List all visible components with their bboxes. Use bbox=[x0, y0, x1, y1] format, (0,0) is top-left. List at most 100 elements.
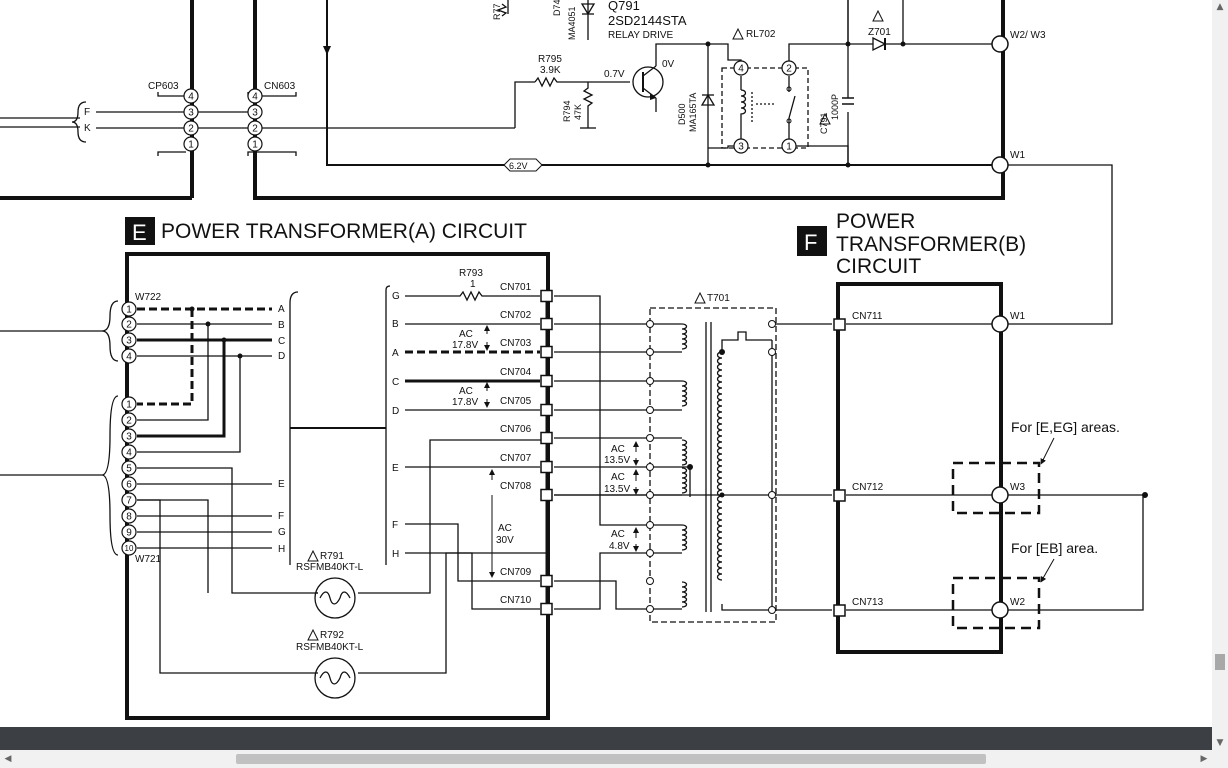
vertical-scroll-thumb[interactable] bbox=[1215, 654, 1225, 670]
scroll-left-icon[interactable]: ◀ bbox=[4, 754, 12, 764]
section-e-title: POWER TRANSFORMER(A) CIRCUIT bbox=[161, 220, 527, 243]
ac-label-3: AC bbox=[498, 523, 512, 534]
w721-pin: 7 bbox=[121, 492, 137, 508]
q791-part: 2SD2144STA bbox=[608, 13, 687, 28]
relay-drive-label: RELAY DRIVE bbox=[608, 30, 674, 41]
bottom-toolbar bbox=[0, 727, 1212, 750]
horizontal-scroll-thumb[interactable] bbox=[236, 754, 986, 764]
ac-label-1: AC bbox=[459, 329, 473, 340]
svg-text:9: 9 bbox=[126, 528, 132, 539]
ac-label-2: AC bbox=[459, 386, 473, 397]
connector-wire-letter: B bbox=[392, 319, 399, 330]
w722-pin: 2 bbox=[121, 316, 137, 332]
relay-pin: 1 bbox=[781, 138, 797, 154]
r794-value: 47K bbox=[573, 104, 583, 120]
r791-thermistor bbox=[314, 577, 356, 619]
wire-letter: A bbox=[278, 304, 285, 315]
w722-pin: 3 bbox=[121, 332, 137, 348]
d500-label: D500 bbox=[677, 103, 687, 125]
r795-label: R795 bbox=[538, 54, 562, 65]
w721-pin: 8 bbox=[121, 508, 137, 524]
wire-letter: H bbox=[278, 544, 285, 555]
svg-text:1: 1 bbox=[252, 140, 258, 151]
terminal-w3-label: W3 bbox=[1010, 482, 1025, 493]
svg-text:3: 3 bbox=[126, 336, 132, 347]
wire-letter: D bbox=[278, 351, 285, 362]
q791-label: Q791 bbox=[608, 0, 640, 13]
tap-terminal bbox=[646, 348, 654, 356]
section-f-badge bbox=[797, 226, 827, 256]
connector-pad bbox=[540, 289, 553, 303]
connector-pad bbox=[540, 317, 553, 331]
cp603-pin: 2 bbox=[183, 120, 199, 136]
tap-terminal bbox=[768, 491, 776, 499]
t-ac-label-1: AC bbox=[611, 444, 625, 455]
connector-label: CN710 bbox=[500, 595, 532, 606]
c791-value: 1000P bbox=[830, 94, 840, 120]
connector-wire-letter: A bbox=[392, 348, 399, 359]
section-f-board bbox=[836, 282, 1003, 654]
r793-label: R793 bbox=[459, 268, 483, 279]
connector-wire-letter: C bbox=[392, 377, 399, 388]
relay-pin: 3 bbox=[733, 138, 749, 154]
svg-text:4: 4 bbox=[252, 92, 258, 103]
connector-label: CN702 bbox=[500, 310, 532, 321]
t-ac-voltage-1: 13.5V bbox=[604, 455, 630, 466]
svg-text:6: 6 bbox=[126, 480, 132, 491]
connector-wire-letter: G bbox=[392, 291, 400, 302]
section-f-title-2: TRANSFORMER(B) bbox=[836, 233, 1026, 256]
connector-pad bbox=[540, 403, 553, 417]
svg-text:10: 10 bbox=[125, 544, 134, 553]
scroll-right-icon[interactable]: ▶ bbox=[1200, 754, 1208, 764]
collector-voltage: 0V bbox=[662, 59, 675, 70]
t-ac-voltage-2: 13.5V bbox=[604, 484, 630, 495]
w722-pin: 1 bbox=[121, 301, 137, 317]
cp603-connector bbox=[157, 92, 297, 156]
cn603-pin: 3 bbox=[247, 104, 263, 120]
cn603-pin: 1 bbox=[247, 136, 263, 152]
connector-wire-letter: E bbox=[392, 463, 399, 474]
tap-terminal bbox=[768, 606, 776, 614]
cp603-pin: 4 bbox=[183, 88, 199, 104]
connector-label: CN707 bbox=[500, 453, 532, 464]
t701-outline bbox=[649, 307, 777, 623]
wire-letter: B bbox=[278, 320, 285, 331]
r792-part: RSFMB40KT-L bbox=[296, 642, 364, 653]
scroll-down-icon[interactable]: ▼ bbox=[1216, 738, 1224, 748]
note-e-eg-areas: For [E,EG] areas. bbox=[1011, 419, 1120, 435]
connector-wire-letter: D bbox=[392, 406, 399, 417]
ac-voltage-2: 17.8V bbox=[452, 397, 478, 408]
svg-text:4: 4 bbox=[188, 92, 194, 103]
r791-label: R791 bbox=[320, 551, 344, 562]
r795-value: 3.9K bbox=[540, 65, 561, 76]
w721-pin: 1 bbox=[121, 396, 137, 412]
d500-part: MA165TA bbox=[688, 93, 698, 132]
scroll-up-icon[interactable]: ▲ bbox=[1216, 2, 1224, 12]
w721-pin: 6 bbox=[121, 476, 137, 492]
svg-text:1: 1 bbox=[786, 142, 792, 153]
vertical-scrollbar[interactable] bbox=[1212, 0, 1228, 750]
tap-terminal bbox=[646, 491, 654, 499]
d745-part: MA4051 bbox=[567, 6, 577, 40]
connector-label: CN701 bbox=[500, 282, 532, 293]
connector-label: CN704 bbox=[500, 367, 532, 378]
connector-wire-letter: F bbox=[392, 520, 398, 531]
svg-text:4: 4 bbox=[126, 448, 132, 459]
t-ac-label-3: AC bbox=[611, 529, 625, 540]
w721-pin: 5 bbox=[121, 460, 137, 476]
r791-part: RSFMB40KT-L bbox=[296, 562, 364, 573]
tap-terminal bbox=[646, 463, 654, 471]
w721-pin: 10 bbox=[121, 540, 137, 556]
connector-pad bbox=[540, 374, 553, 388]
voltage-tag-6v2: 6.2V bbox=[509, 161, 528, 171]
cn713-label: CN713 bbox=[852, 597, 884, 608]
w721-label: W721 bbox=[135, 554, 162, 565]
cn603-label: CN603 bbox=[264, 81, 296, 92]
cp603-pin: 3 bbox=[183, 104, 199, 120]
